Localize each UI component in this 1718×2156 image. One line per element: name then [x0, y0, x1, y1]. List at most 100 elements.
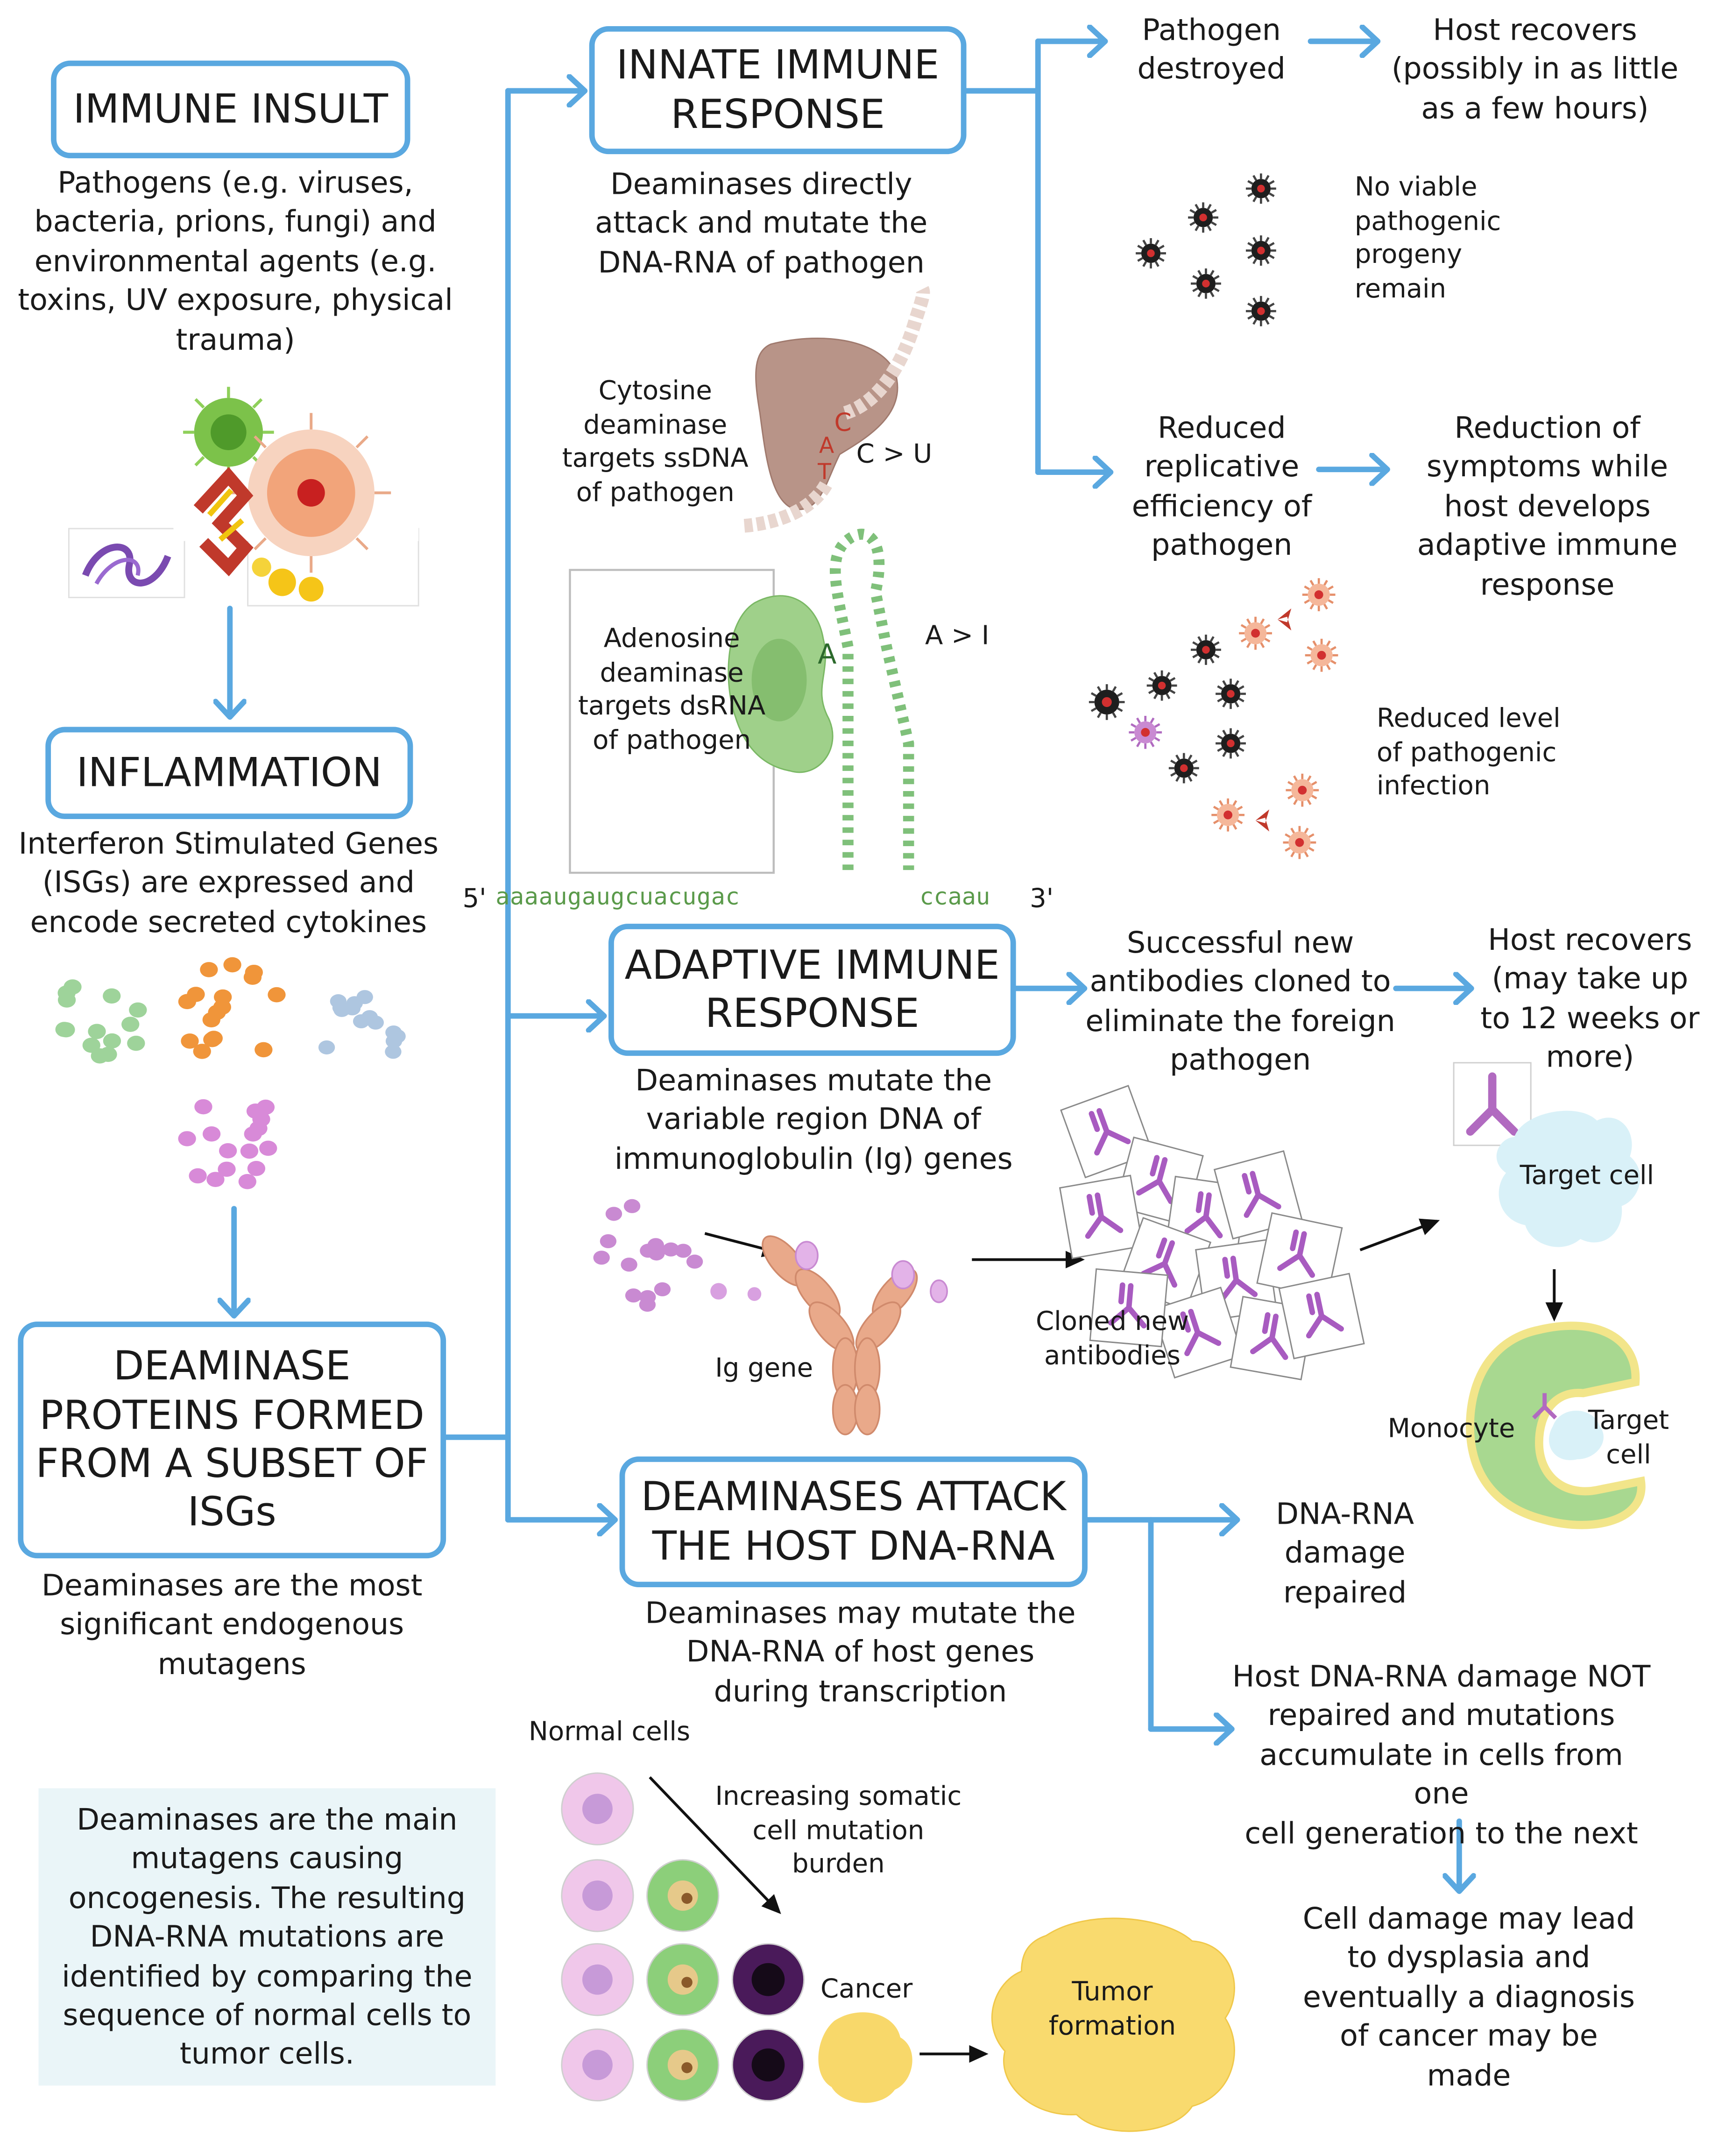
arrow-innate-branch: [963, 38, 1041, 475]
deaminase-proteins-title-line: ISGs: [187, 1488, 276, 1536]
cell-progression-icon: [561, 1772, 805, 2102]
reduced-replicative-line: Reduced: [1157, 411, 1286, 446]
cytosine-deaminase-icon: [742, 286, 930, 533]
a-to-i-label: A > I: [925, 621, 990, 651]
dysplasia-line: to dysplasia and: [1347, 1941, 1591, 1976]
host-recovers-adaptive-label: Host recovers (may take up to 12 weeks o…: [1476, 922, 1704, 1079]
deaminases-attack-host-box: DEAMINASES ATTACK THE HOST DNA-RNA: [619, 1456, 1088, 1588]
reduced-level-line: Reduced level: [1377, 703, 1561, 734]
note-line: mutagens causing: [131, 1842, 403, 1877]
deaminase-proteins-title-line: DEAMINASE: [113, 1343, 351, 1390]
tumor-line: formation: [1048, 2011, 1176, 2041]
dysplasia-line: made: [1427, 2058, 1511, 2093]
reduction-symptoms-line: symptoms while: [1426, 451, 1669, 485]
note-line: tumor cells.: [179, 2037, 354, 2072]
increasing-line: burden: [792, 1849, 885, 1880]
pathogen-particles-icon: [1089, 173, 1338, 859]
successful-antibodies-label: Successful new antibodies cloned to elim…: [1082, 925, 1399, 1082]
adenosine-deaminase-label: Adenosine deaminase targets dsRNA of pat…: [570, 622, 773, 758]
note-line: identified by comparing the: [62, 1959, 473, 1994]
adenosine-line: of pathogen: [593, 725, 751, 756]
innate-immune-response-box: INNATE IMMUNE RESPONSE: [589, 26, 967, 155]
reduction-symptoms-line: host develops: [1444, 489, 1651, 524]
cytosine-line: of pathogen: [576, 478, 735, 508]
deaminase-proteins-description: Deaminases are the most significant endo…: [18, 1568, 446, 1685]
not-repaired-line: Host DNA-RNA damage NOT: [1232, 1660, 1651, 1695]
adaptive-title-line: ADAPTIVE IMMUNE: [624, 941, 1000, 988]
ig-gene-label: Ig gene: [715, 1353, 813, 1384]
not-repaired-line: cell generation to the next: [1244, 1816, 1638, 1851]
damage-repaired-line: DNA-RNA: [1276, 1498, 1414, 1533]
target-cell-monocyte-label: Target cell: [1580, 1404, 1676, 1472]
cloned-line: Cloned new: [1035, 1306, 1189, 1337]
pathogen-destroyed-line: Pathogen: [1142, 14, 1281, 49]
adenosine-line: Adenosine: [603, 623, 740, 654]
attack-host-line: DNA-RNA of host genes: [686, 1636, 1035, 1671]
host-recovers-adaptive-line: (may take up: [1492, 962, 1689, 997]
note-line: oncogenesis. The resulting: [68, 1881, 466, 1916]
antibody-icon: [762, 1235, 948, 1435]
target-cell-icon: [1453, 1062, 1640, 1247]
pathogen-destroyed-label: Pathogen destroyed: [1101, 13, 1322, 91]
inflammation-line: (ISGs) are expressed and: [42, 866, 415, 901]
attack-host-title-line: DEAMINASES ATTACK: [641, 1473, 1066, 1520]
cloned-line: antibodies: [1044, 1340, 1181, 1371]
adenosine-deaminase-icon: [569, 529, 914, 874]
dysplasia-line: Cell damage may lead: [1302, 1902, 1635, 1937]
reduction-symptoms-label: Reduction of symptoms while host develop…: [1401, 410, 1693, 606]
host-recovers-adaptive-line: to 12 weeks or: [1480, 1002, 1700, 1037]
target-cell-line: cell: [1606, 1439, 1651, 1470]
immune-insult-line: Pathogens (e.g. viruses,: [57, 166, 413, 201]
note-line: DNA-RNA mutations are: [90, 1920, 445, 1955]
tumor-icon: [991, 1917, 1235, 2132]
no-viable-line: No viable: [1354, 172, 1478, 203]
cytosine-deaminase-label: Cytosine deaminase targets ssDNA of path…: [545, 375, 765, 510]
adaptive-description: Deaminases mutate the variable region DN…: [606, 1063, 1021, 1180]
reduced-level-line: of pathogenic: [1377, 737, 1557, 768]
reduced-replicative-line: pathogen: [1151, 529, 1293, 564]
rna-3-prime: 3': [1030, 884, 1054, 914]
immune-insult-line: bacteria, prions, fungi) and: [34, 205, 437, 240]
base-c-label: C: [834, 409, 852, 438]
attack-host-description: Deaminases may mutate the DNA-RNA of hos…: [633, 1596, 1088, 1713]
base-a-label: A: [819, 432, 834, 459]
adaptive-title-line: RESPONSE: [705, 990, 919, 1037]
host-recovers-innate-line: (possibly in as little: [1391, 53, 1679, 87]
arrow-trunk-vertical: [440, 88, 511, 1523]
target-cell-label: Target cell: [1520, 1160, 1654, 1191]
attack-host-line: during transcription: [714, 1675, 1007, 1710]
monocyte-icon: [1466, 1322, 1646, 1529]
immune-insult-description: Pathogens (e.g. viruses, bacteria, prion…: [16, 165, 454, 361]
damage-repaired-line: damage: [1284, 1537, 1406, 1571]
pathogen-collage-icon: [68, 387, 419, 607]
host-recovers-adaptive-line: Host recovers: [1488, 924, 1692, 958]
damage-repaired-label: DNA-RNA damage repaired: [1253, 1496, 1437, 1613]
host-recovers-innate-line: Host recovers: [1433, 14, 1637, 49]
reduced-level-line: infection: [1377, 771, 1491, 802]
arrow-attack-branch: [1085, 1517, 1154, 1732]
innate-description: Deaminases directly attack and mutate th…: [567, 167, 955, 284]
not-repaired-line: repaired and mutations: [1267, 1699, 1615, 1734]
host-recovers-adaptive-line: more): [1546, 1041, 1634, 1075]
adaptive-line: immunoglobulin (Ig) genes: [614, 1142, 1013, 1177]
adenosine-base-label: A: [818, 637, 837, 671]
inflammation-description: Interferon Stimulated Genes (ISGs) are e…: [14, 826, 443, 943]
inflammation-box: INFLAMMATION: [45, 727, 413, 820]
innate-title-line: RESPONSE: [671, 90, 885, 137]
innate-title-line: INNATE IMMUNE: [616, 41, 940, 89]
innate-line: DNA-RNA of pathogen: [598, 246, 925, 281]
cytosine-line: deaminase: [583, 410, 728, 440]
not-repaired-line: accumulate in cells from one: [1259, 1738, 1623, 1812]
dysplasia-line: of cancer may be: [1340, 2020, 1598, 2054]
cytosine-line: Cytosine: [598, 375, 712, 406]
note-line: Deaminases are the main: [77, 1803, 458, 1838]
cloned-antibodies-label: Cloned new antibodies: [1027, 1305, 1198, 1373]
increasing-line: Increasing somatic: [715, 1781, 962, 1812]
damage-not-repaired-label: Host DNA-RNA damage NOT repaired and mut…: [1228, 1659, 1655, 1854]
reduced-replicative-line: efficiency of: [1131, 489, 1312, 524]
adaptive-immune-response-box: ADAPTIVE IMMUNE RESPONSE: [608, 924, 1016, 1056]
inflammation-line: Interferon Stimulated Genes: [18, 827, 439, 862]
deaminase-proteins-box: DEAMINASE PROTEINS FORMED FROM A SUBSET …: [18, 1322, 446, 1559]
